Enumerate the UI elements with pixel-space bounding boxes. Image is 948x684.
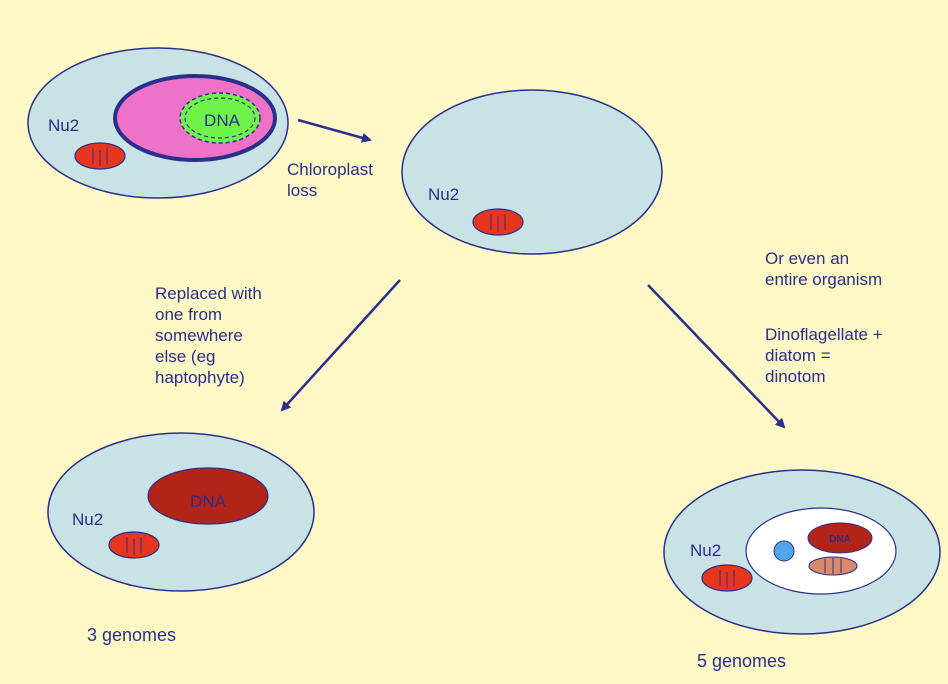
cell-replaced: DNA Nu2 bbox=[47, 432, 315, 592]
nucleus-label: Nu2 bbox=[72, 510, 103, 529]
dinotom-label: Dinoflagellate + diatom = dinotom bbox=[765, 325, 883, 386]
entire-organism-label: Or even an entire organism bbox=[765, 249, 883, 289]
nucleus-label: Nu2 bbox=[428, 185, 459, 204]
mitochondrion bbox=[108, 531, 160, 559]
plastid-inner-membrane bbox=[184, 97, 256, 139]
dna-label: DNA bbox=[829, 534, 851, 545]
cell-dinotom: DNA Nu2 bbox=[663, 469, 941, 635]
five-genomes-label: 5 genomes bbox=[697, 651, 787, 671]
cell-after-loss: Nu2 bbox=[401, 89, 663, 255]
mitochondrion bbox=[701, 564, 753, 592]
cell-body bbox=[401, 89, 663, 255]
arrow-chloroplast-loss bbox=[297, 118, 372, 143]
dna-label: DNA bbox=[204, 111, 241, 130]
diatom-nucleus bbox=[773, 540, 795, 562]
plastid-inner bbox=[179, 92, 261, 144]
cell-original: DNA Nu2 bbox=[27, 47, 289, 199]
chloroplast-loss-label: Chloroplast loss bbox=[287, 160, 373, 200]
three-genomes-label: 3 genomes bbox=[87, 625, 177, 645]
nucleus-label: Nu2 bbox=[48, 116, 79, 135]
diatom-mitochondrion bbox=[808, 556, 858, 576]
red-plastid bbox=[147, 467, 269, 525]
replaced-label: Replaced with one from somewhere else (e… bbox=[155, 284, 262, 387]
mitochondrion bbox=[472, 208, 524, 236]
diatom-plastid bbox=[807, 522, 873, 554]
dna-label: DNA bbox=[190, 492, 227, 511]
arrow-dinotom bbox=[647, 284, 786, 429]
nucleus-label: Nu2 bbox=[690, 541, 721, 560]
arrow-replaced bbox=[280, 279, 401, 412]
mitochondrion bbox=[74, 142, 126, 170]
endosymbiont-diatom bbox=[745, 507, 897, 595]
